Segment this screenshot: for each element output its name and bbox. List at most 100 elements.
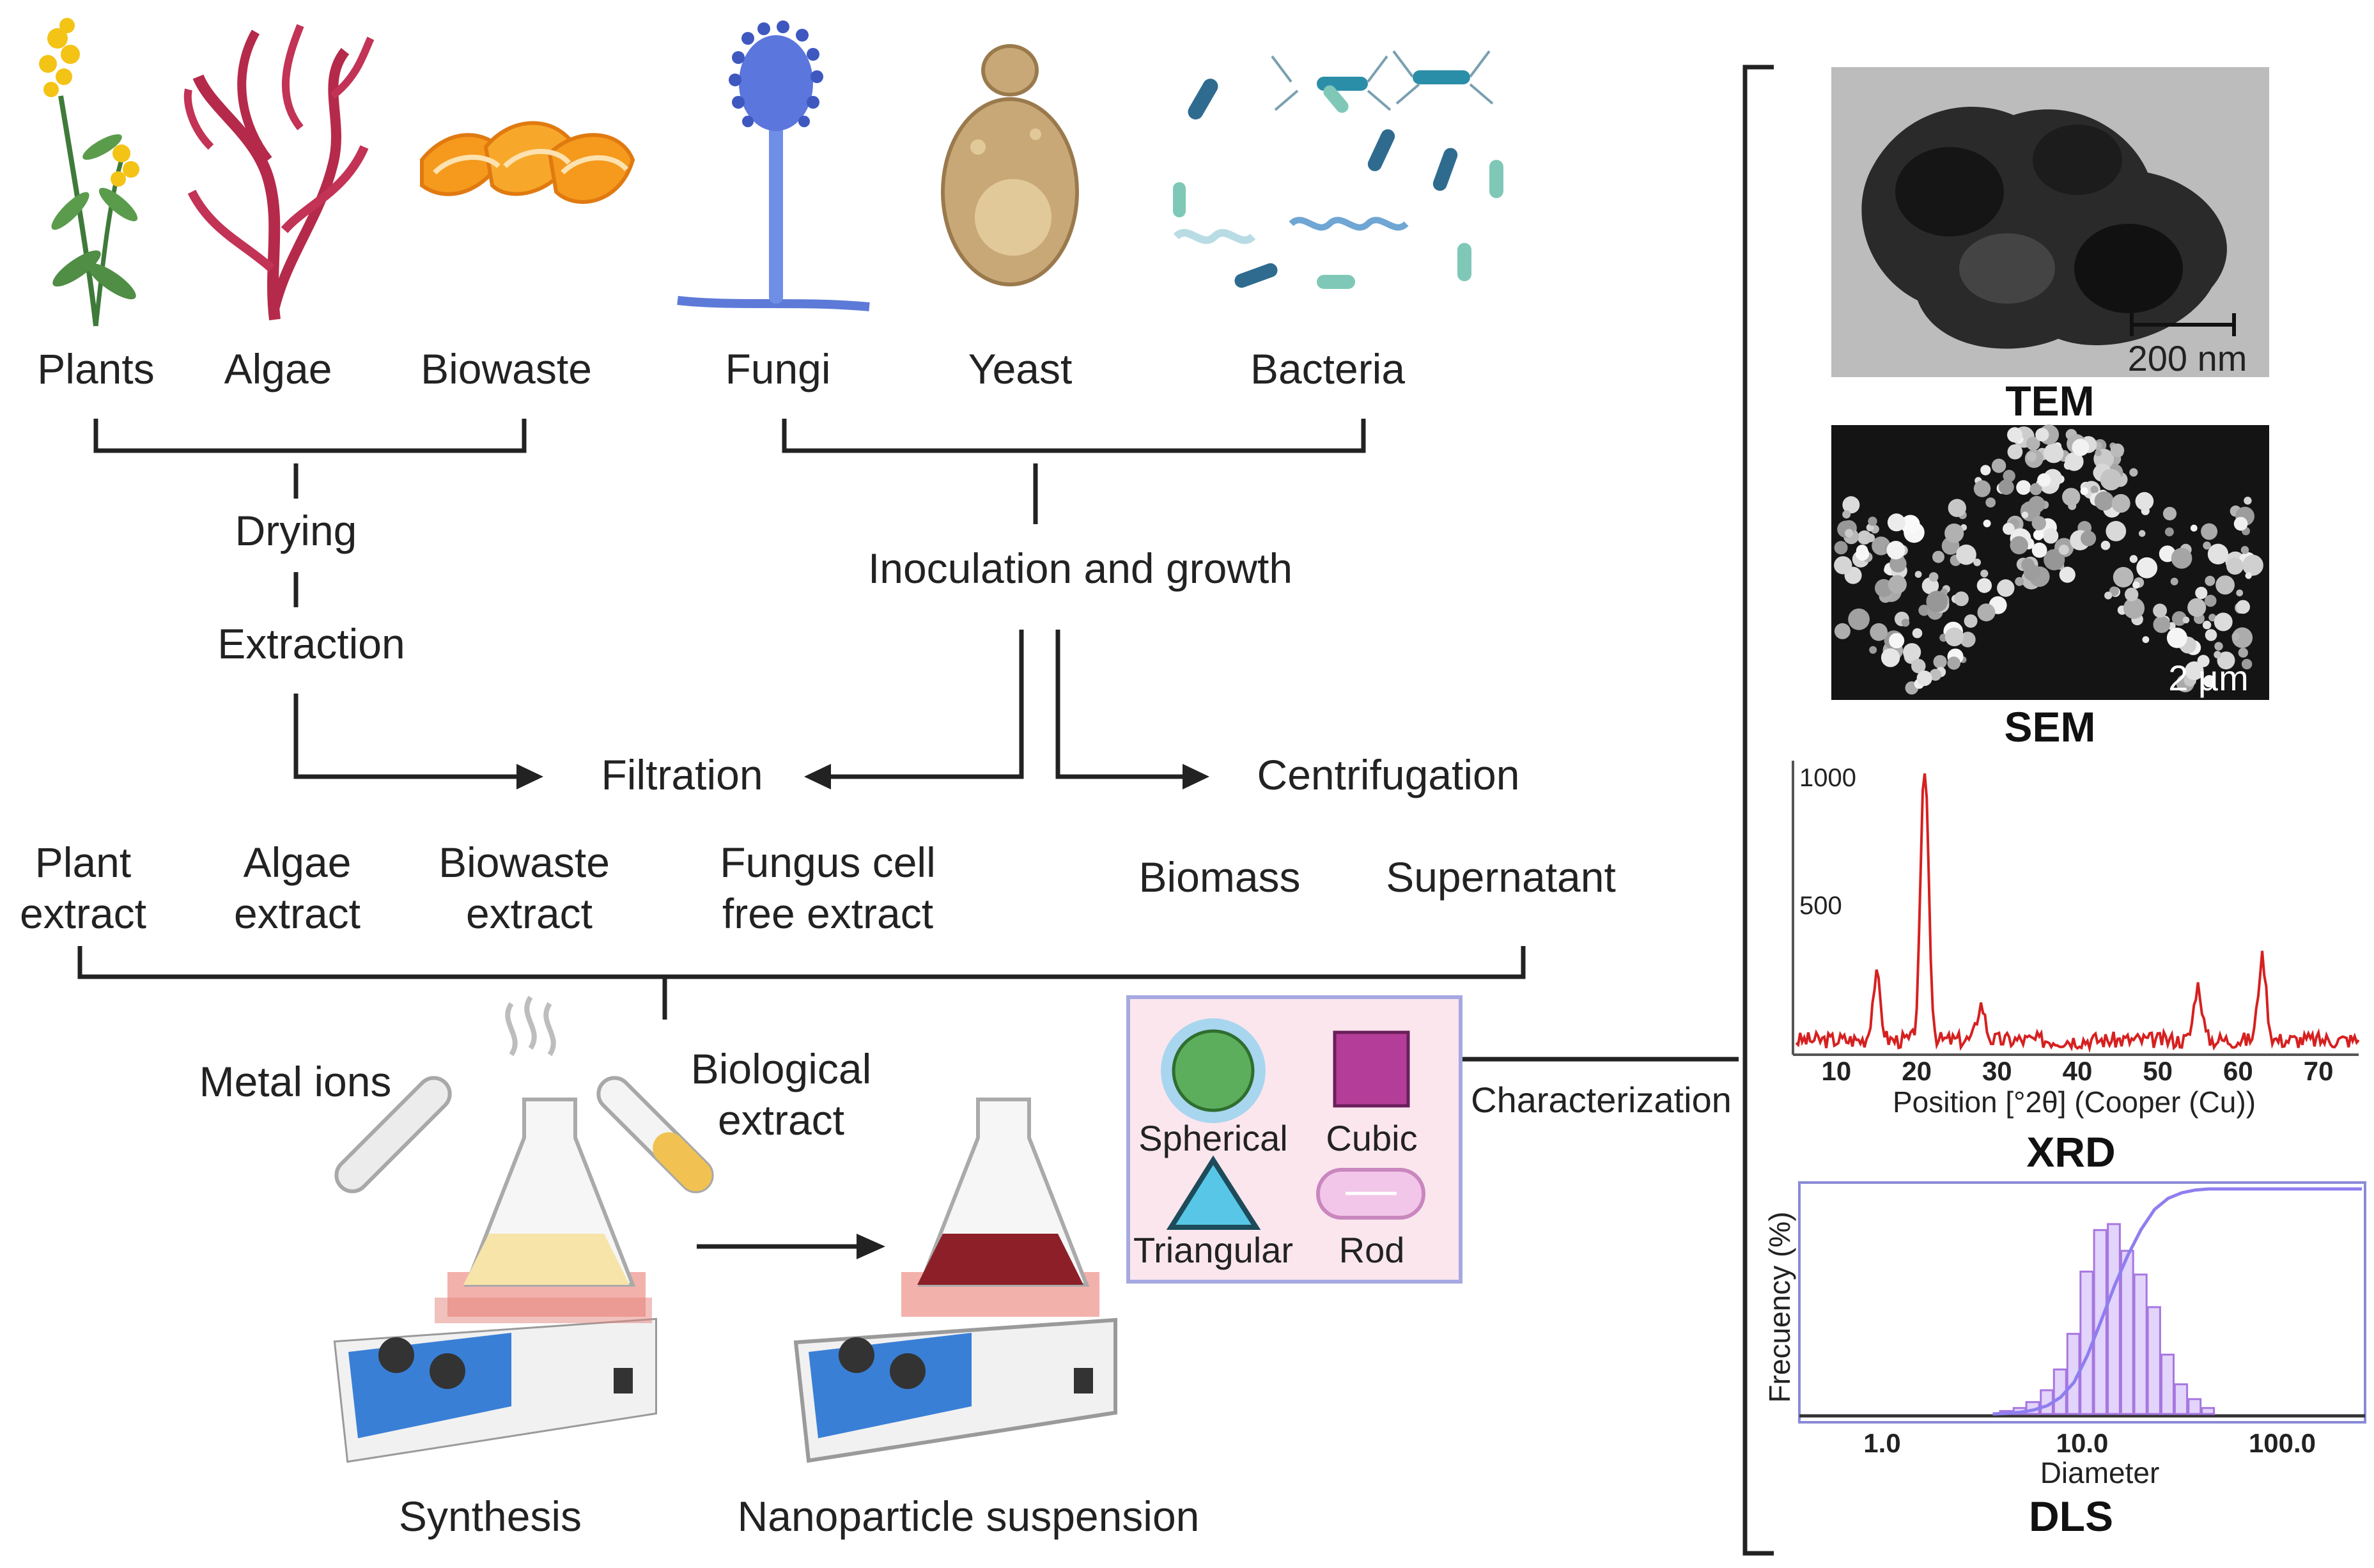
step-filtration: Filtration bbox=[601, 751, 763, 798]
sem-particle bbox=[2031, 516, 2046, 531]
sem-particle bbox=[2153, 616, 2171, 633]
sem-particle bbox=[1834, 556, 1852, 575]
sem-particle bbox=[2111, 493, 2130, 513]
extracts-bracket bbox=[77, 946, 1526, 979]
characterization-bracket bbox=[1742, 65, 1774, 1556]
sem-particle bbox=[2104, 591, 2113, 600]
label-algae: Algae bbox=[224, 345, 332, 392]
sem-particle bbox=[2110, 443, 2125, 458]
sem-particle bbox=[2123, 597, 2145, 619]
sem-particle bbox=[2026, 451, 2037, 462]
sem-particle bbox=[1973, 480, 1991, 497]
label-biowaste: Biowaste bbox=[421, 345, 592, 392]
xrd-x-tick-label: 40 bbox=[2063, 1056, 2093, 1086]
extract-plant-line1: Plant bbox=[35, 839, 131, 886]
dls-bar bbox=[2161, 1353, 2175, 1415]
sem-particle bbox=[2007, 444, 2023, 460]
dls-bar bbox=[2187, 1398, 2202, 1415]
sem-particle bbox=[2231, 632, 2240, 640]
sem-particle-texture bbox=[1834, 424, 2263, 695]
sem-particle bbox=[2245, 572, 2252, 579]
xrd-x-tick-label: 30 bbox=[1982, 1056, 2012, 1086]
sem-particle bbox=[2240, 546, 2249, 554]
sem-particle bbox=[1845, 529, 1854, 538]
label-biological-extract-line1: Biological bbox=[691, 1045, 872, 1092]
sem-particle bbox=[2226, 557, 2244, 575]
sem-particle bbox=[2023, 564, 2040, 581]
shape-triangular-label: Triangular bbox=[1133, 1230, 1293, 1270]
sem-particle bbox=[2185, 661, 2204, 681]
arrowhead-to-centrifugation bbox=[1183, 764, 1209, 789]
sem-particle bbox=[2164, 527, 2174, 537]
sem-particle bbox=[1977, 603, 1996, 622]
sem-particle bbox=[2010, 536, 2028, 555]
sem-particle bbox=[2125, 587, 2139, 602]
sem-particle bbox=[2195, 587, 2208, 600]
sem-particle bbox=[2132, 581, 2140, 589]
sem-particle bbox=[2201, 523, 2218, 540]
label-supernatant: Supernatant bbox=[1386, 853, 1616, 901]
sem-particle bbox=[2016, 480, 2031, 495]
sem-particle bbox=[2244, 497, 2252, 505]
sem-particle bbox=[2205, 575, 2215, 586]
sem-particle bbox=[1888, 575, 1907, 594]
sem-particle bbox=[1842, 496, 1860, 514]
dls-bar bbox=[2120, 1250, 2134, 1415]
sem-particle bbox=[2171, 611, 2187, 626]
sem-particle bbox=[1881, 648, 1900, 667]
sem-particle bbox=[2043, 528, 2059, 544]
sem-particle bbox=[1848, 608, 1870, 630]
sem-particle bbox=[2065, 452, 2084, 471]
sem-particle bbox=[2095, 449, 2102, 456]
xrd-trace-line bbox=[1795, 773, 2360, 1053]
left-bracket bbox=[93, 419, 527, 453]
sem-particle bbox=[2153, 603, 2168, 618]
sem-particle bbox=[2166, 627, 2187, 648]
sem-particle bbox=[2028, 495, 2045, 513]
sem-particle bbox=[2207, 543, 2229, 564]
sem-particle bbox=[2187, 598, 2207, 617]
xrd-y-tick-1000: 1000 bbox=[1799, 764, 1856, 792]
sem-particle bbox=[2142, 636, 2150, 643]
xrd-x-tick-label: 50 bbox=[2143, 1056, 2173, 1086]
sem-particle bbox=[1916, 671, 1932, 687]
extract-fungus-line1: Fungus cell bbox=[720, 839, 936, 886]
dls-plot-frame bbox=[1798, 1181, 2366, 1424]
sem-particle bbox=[2026, 437, 2040, 451]
sem-particle bbox=[2182, 616, 2190, 624]
sem-particle bbox=[1901, 618, 1910, 627]
sem-particle bbox=[1929, 669, 1942, 681]
sem-particle bbox=[2136, 557, 2158, 578]
extraction-to-filtration-line bbox=[293, 694, 518, 779]
sem-particle bbox=[2203, 675, 2216, 688]
arrowhead-to-filtration bbox=[516, 764, 543, 789]
sem-particle bbox=[2062, 488, 2081, 506]
sem-particle bbox=[1956, 544, 1976, 565]
sem-particle bbox=[2215, 575, 2235, 595]
spherical-shape-icon bbox=[1161, 1018, 1266, 1123]
label-plants: Plants bbox=[37, 345, 154, 392]
sem-particle bbox=[2031, 542, 2047, 558]
shape-rod-label: Rod bbox=[1339, 1230, 1405, 1270]
sem-particle bbox=[1960, 632, 1976, 648]
sem-particle bbox=[2135, 492, 2154, 511]
xrd-y-tick-500: 500 bbox=[1799, 892, 1842, 920]
dls-x-tick-label: 100.0 bbox=[2249, 1428, 2316, 1458]
sem-scale-label: 2 µm bbox=[2168, 658, 2249, 698]
triangular-shape-icon bbox=[1166, 1155, 1261, 1230]
sem-particle bbox=[1944, 627, 1964, 646]
dls-bars bbox=[1999, 1223, 2215, 1415]
dls-bar bbox=[2201, 1407, 2215, 1415]
sem-particle bbox=[2094, 491, 2114, 511]
dls-bar bbox=[2133, 1273, 2148, 1415]
sem-particle bbox=[1944, 524, 1964, 543]
sem-particle bbox=[2217, 651, 2235, 670]
sem-particle bbox=[2208, 614, 2217, 622]
metal-ions-tube-icon bbox=[334, 1076, 452, 1193]
label-fungi: Fungi bbox=[725, 345, 830, 392]
sem-particle bbox=[1912, 628, 1923, 639]
extract-biowaste-line2: extract bbox=[466, 890, 593, 937]
sem-particle bbox=[2059, 566, 2075, 583]
sem-particle bbox=[1903, 643, 1921, 662]
